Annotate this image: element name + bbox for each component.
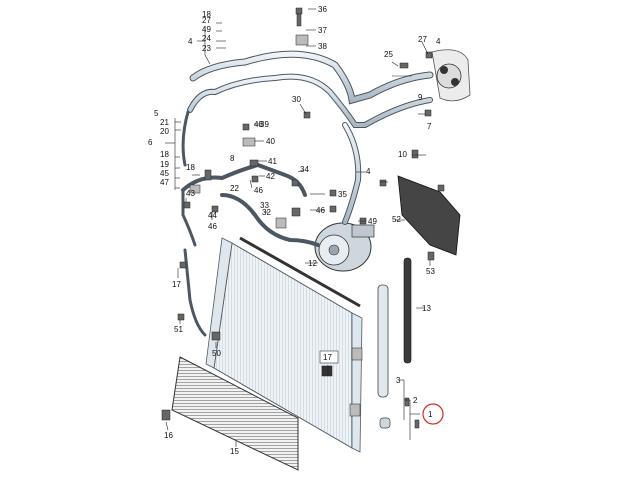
- callout-27: 27: [418, 35, 427, 44]
- callout-13: 13: [422, 304, 431, 313]
- callout-19: 19: [160, 160, 169, 169]
- callout-49: 49: [202, 25, 211, 34]
- callout-47: 47: [160, 178, 169, 187]
- callout-32: 32: [262, 208, 271, 217]
- callout-18: 18: [186, 163, 195, 172]
- callout-46: 46: [316, 206, 325, 215]
- callout-17-box-label: 17: [323, 353, 332, 362]
- callout-20: 20: [160, 127, 169, 136]
- evaporator-connection: [431, 49, 471, 102]
- callout-48: 48: [254, 120, 263, 129]
- callout-21: 21: [160, 118, 169, 127]
- callout-46: 46: [208, 222, 217, 231]
- callout-24: 24: [202, 34, 211, 43]
- callout-52: 52: [392, 215, 401, 224]
- callout-17-boxed: 17: [319, 350, 339, 364]
- heat-shield-bracket: [397, 175, 461, 256]
- callout-33: 33: [260, 201, 269, 210]
- callout-22: 22: [230, 184, 239, 193]
- callout-41: 41: [268, 157, 277, 166]
- callout-50: 50: [212, 349, 221, 358]
- callout-37: 37: [318, 26, 327, 35]
- callout-25: 25: [384, 50, 393, 59]
- callout-30: 30: [292, 95, 301, 104]
- leader-lines: [165, 8, 431, 447]
- callout-7: 7: [427, 122, 432, 131]
- callout-9: 9: [418, 93, 423, 102]
- callout-53: 53: [426, 267, 435, 276]
- callout-18: 18: [160, 150, 169, 159]
- receiver-drier: [377, 284, 391, 429]
- callout-4: 4: [366, 167, 371, 176]
- callout-34: 34: [300, 165, 309, 174]
- callout-3: 3: [396, 376, 401, 385]
- radiator-grille: [171, 356, 299, 471]
- seal-strip: [403, 257, 412, 364]
- callout-10: 10: [398, 150, 407, 159]
- compressor: [314, 222, 375, 272]
- callout-15: 15: [230, 447, 239, 456]
- callout-16: 16: [164, 431, 173, 440]
- callout-49: 49: [368, 217, 377, 226]
- highlight-ring: [422, 403, 444, 425]
- callout-17: 17: [172, 280, 181, 289]
- callout-44: 44: [208, 211, 217, 220]
- callout-18: 18: [202, 10, 211, 19]
- callout-51: 51: [174, 325, 183, 334]
- callout-2: 2: [413, 396, 418, 405]
- callout-36: 36: [318, 5, 327, 14]
- callout-8: 8: [230, 154, 235, 163]
- refrigerant-lines: [181, 50, 434, 337]
- fasteners: [161, 7, 445, 429]
- callout-46: 46: [254, 186, 263, 195]
- callout-45: 45: [160, 169, 169, 178]
- callout-39: 39: [260, 120, 269, 129]
- callout-labels: 1 2 3 4 4 4 5 6 7 8 9 10 12 13 15 16 17 …: [148, 5, 441, 456]
- callout-6: 6: [148, 138, 153, 147]
- callout-12: 12: [308, 259, 317, 268]
- callout-42: 42: [266, 172, 275, 181]
- callout-27: 27: [202, 16, 211, 25]
- callout-1: 1: [428, 410, 433, 419]
- callout-38: 38: [318, 42, 327, 51]
- callout-23: 23: [202, 44, 211, 53]
- callout-4: 4: [188, 37, 193, 46]
- callout-4: 4: [436, 37, 441, 46]
- callout-5: 5: [154, 109, 159, 118]
- callout-35: 35: [338, 190, 347, 199]
- callout-43: 43: [186, 189, 195, 198]
- callout-40: 40: [266, 137, 275, 146]
